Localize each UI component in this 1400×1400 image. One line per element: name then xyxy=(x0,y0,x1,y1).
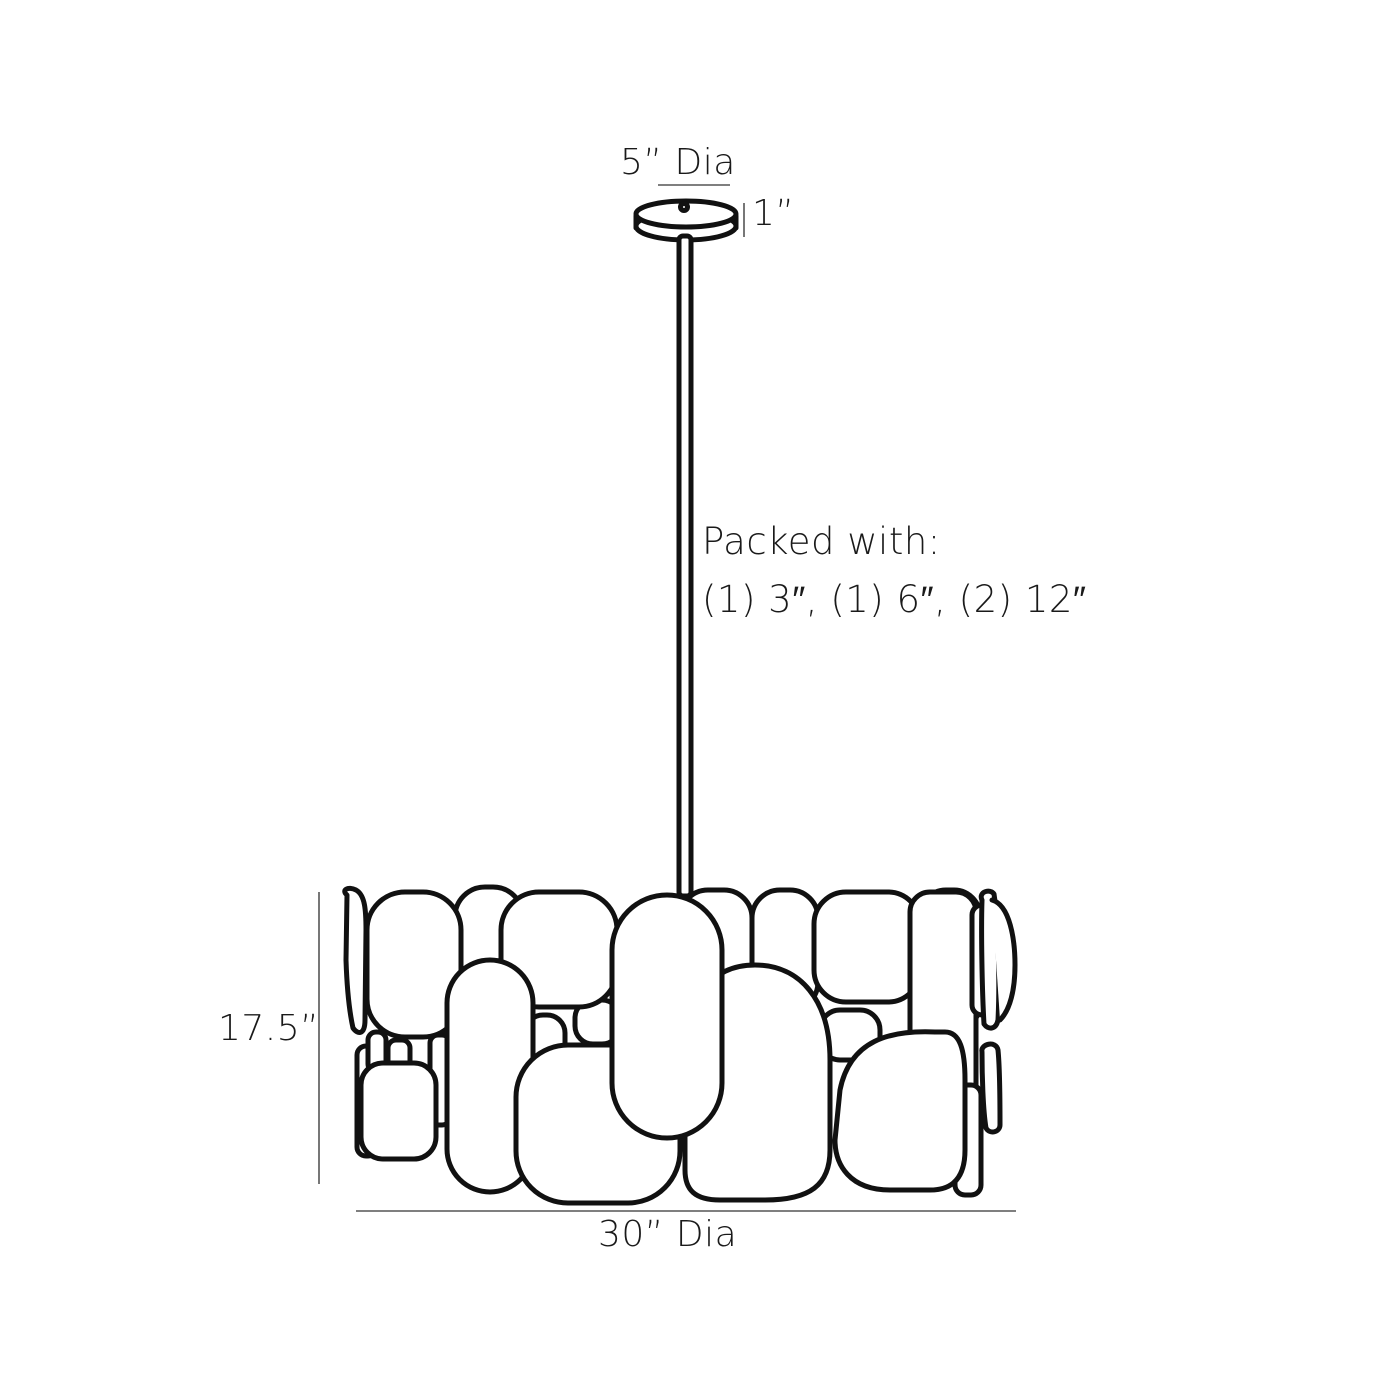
left-edge-panel xyxy=(342,885,369,1035)
lower-left-panels xyxy=(354,1029,439,1162)
packed-with-heading: Packed with: xyxy=(702,520,941,563)
body-diameter-label: 30” Dia xyxy=(598,1214,738,1255)
downrod xyxy=(676,233,694,899)
canopy-height-label: 1” xyxy=(752,193,795,234)
canopy xyxy=(633,198,739,243)
canopy-diameter-label: 5” Dia xyxy=(620,142,736,183)
upper-panels xyxy=(364,888,1018,1120)
packed-rods-list: (1) 3″, (1) 6″, (2) 12″ xyxy=(702,578,1087,621)
body-height-label: 17.5” xyxy=(218,1008,320,1049)
front-panels xyxy=(444,892,833,1206)
right-lower-panels xyxy=(832,1029,1003,1198)
